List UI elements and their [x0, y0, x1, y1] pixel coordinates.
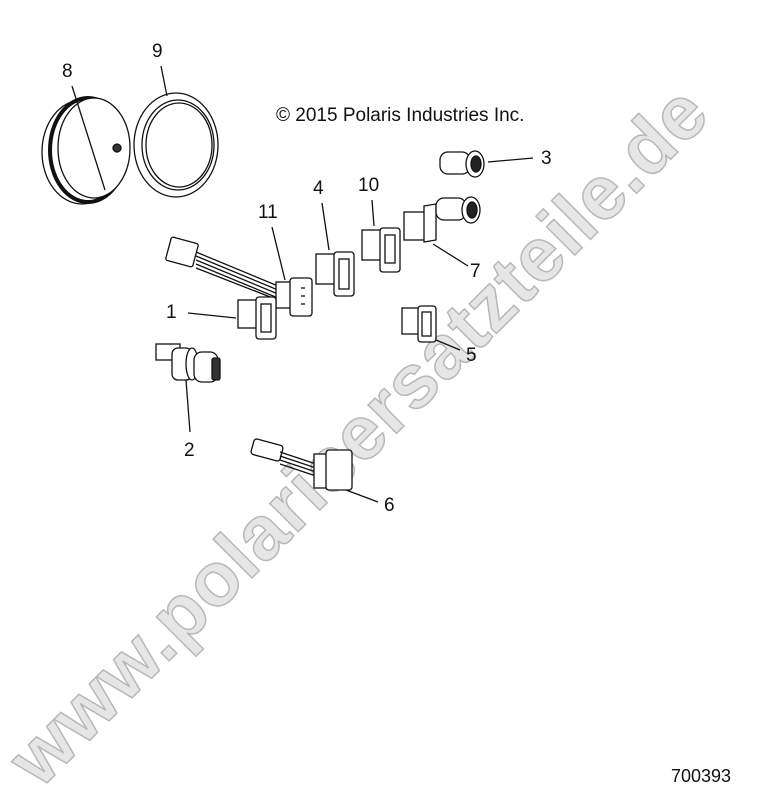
part-9-bezel-ring[interactable]: [133, 65, 219, 198]
part-2-ignition-switch[interactable]: [155, 343, 221, 433]
callout-10[interactable]: 10: [358, 175, 380, 196]
part-5-rocker-switch[interactable]: [401, 305, 461, 351]
figure-number: 700393: [671, 766, 732, 786]
callout-3[interactable]: 3: [541, 148, 552, 169]
part-4-rocker-switch[interactable]: [315, 202, 355, 297]
callout-9[interactable]: 9: [152, 41, 163, 62]
part-1-rocker-switch[interactable]: [187, 296, 277, 340]
part-10-rocker-switch[interactable]: [361, 199, 401, 273]
callout-5[interactable]: 5: [466, 345, 477, 366]
part-6-harness-switch[interactable]: [250, 438, 379, 503]
part-7-bracket-plate[interactable]: [403, 203, 469, 267]
callout-1[interactable]: 1: [166, 302, 177, 323]
part-3-power-socket[interactable]: [435, 150, 534, 224]
callout-8[interactable]: 8: [62, 61, 73, 82]
callout-2[interactable]: 2: [184, 440, 195, 461]
callout-11[interactable]: 11: [258, 202, 278, 223]
callout-4[interactable]: 4: [313, 178, 324, 199]
part-8-gauge-cover[interactable]: [41, 85, 131, 205]
callout-6[interactable]: 6: [384, 495, 395, 516]
part-11-harness-switch[interactable]: [165, 226, 313, 317]
callout-7[interactable]: 7: [470, 261, 481, 282]
copyright-text: © 2015 Polaris Industries Inc.: [276, 105, 525, 126]
